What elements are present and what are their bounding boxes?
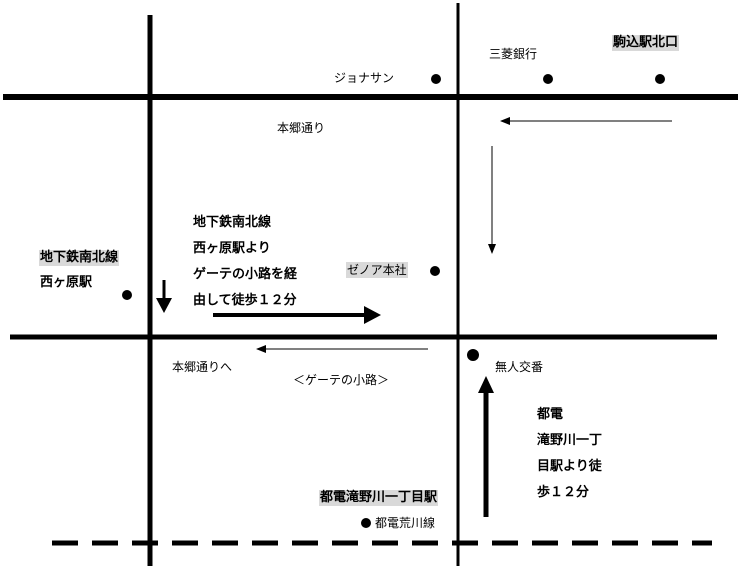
dot-koban bbox=[467, 349, 479, 361]
label-mitsubishi-bank: 三菱銀行 bbox=[489, 47, 538, 61]
label-koban: 無人交番 bbox=[495, 360, 544, 374]
label-goethe-lane: ＜ゲーテの小路＞ bbox=[293, 373, 390, 387]
dot-komagome-north-exit bbox=[655, 74, 665, 84]
label-hongo-dori-he: 本郷通りへ bbox=[172, 360, 233, 374]
directions-subway-line-2: 西ヶ原駅より bbox=[193, 241, 271, 256]
arrow-thick-right bbox=[213, 306, 381, 324]
arrow-thick-down bbox=[156, 280, 172, 313]
label-komagome-north-exit: 駒込駅北口 bbox=[612, 35, 680, 51]
directions-subway-line-4: 由して徒歩１２分 bbox=[193, 293, 297, 308]
dot-arakawa-line bbox=[361, 518, 371, 528]
label-nishigahara-line: 地下鉄南北線 bbox=[39, 250, 120, 266]
label-arakawa-line: 都電荒川線 bbox=[375, 516, 436, 530]
dot-zenoa-hq bbox=[430, 266, 440, 276]
directions-subway-line-3: ゲーテの小路を経 bbox=[193, 267, 298, 282]
directions-tram-line-3: 目駅より徒 bbox=[537, 459, 602, 474]
directions-subway: 地下鉄南北線 西ヶ原駅より ゲーテの小路を経 由して徒歩１２分 bbox=[193, 210, 297, 314]
directions-tram-line-2: 滝野川一丁 bbox=[537, 433, 603, 448]
dot-mitsubishi-bank bbox=[543, 74, 553, 84]
label-zenoa-hq: ゼノア本社 bbox=[346, 262, 408, 278]
directions-subway-line-1: 地下鉄南北線 bbox=[193, 215, 272, 230]
label-takinogawa-station: 都電滝野川一丁目駅 bbox=[319, 490, 439, 506]
arrow-thick-up bbox=[478, 376, 494, 517]
directions-tram-line-1: 都電 bbox=[537, 407, 564, 422]
directions-tram: 都電 滝野川一丁 目駅より徒 歩１２分 bbox=[537, 402, 602, 506]
directions-tram-line-4: 歩１２分 bbox=[537, 485, 590, 500]
label-hongo-dori: 本郷通り bbox=[277, 121, 326, 135]
dot-jonathan bbox=[431, 74, 441, 84]
dot-nishigahara-station bbox=[122, 290, 132, 300]
label-nishigahara-station: 西ヶ原駅 bbox=[40, 275, 93, 290]
label-jonathan: ジョナサン bbox=[334, 71, 395, 85]
